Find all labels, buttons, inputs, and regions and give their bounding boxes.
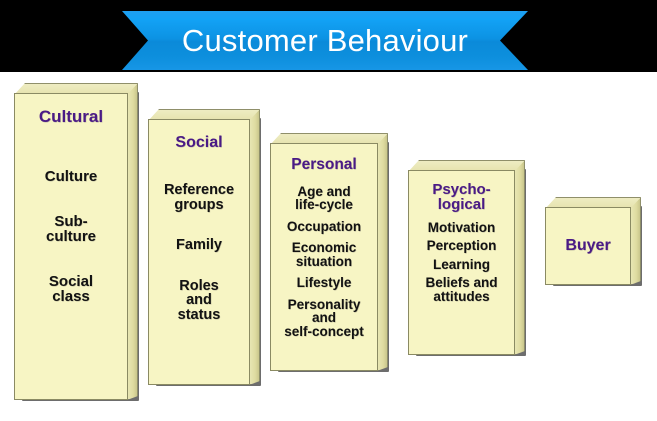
list-item: Reference groups (163, 182, 235, 213)
factor-box-psychological[interactable]: Psycho- logical Motivation Perception Le… (408, 160, 526, 356)
factor-box-social[interactable]: Social Reference groups Family Roles and… (148, 109, 261, 386)
box-item-list: Age and life-cycle Occupation Economic s… (271, 185, 377, 339)
box-front-face: Buyer (545, 207, 631, 285)
box-title-personal: Personal (291, 156, 357, 173)
list-item: Age and life-cycle (295, 183, 353, 213)
list-item: Economic situation (291, 240, 357, 269)
page-title: Customer Behaviour (181, 23, 469, 58)
factor-box-buyer[interactable]: Buyer (545, 197, 642, 286)
box-side-face (249, 109, 260, 385)
factor-box-personal[interactable]: Personal Age and life-cycle Occupation E… (270, 133, 389, 372)
factor-box-cultural[interactable]: Cultural Culture Sub- culture Social cla… (14, 83, 139, 401)
list-item: Motivation (427, 219, 496, 235)
box-title-psychological: Psycho- logical (432, 181, 491, 214)
list-item: Family (176, 237, 222, 254)
box-side-face (630, 197, 641, 285)
box-front-face: Social Reference groups Family Roles and… (148, 119, 250, 385)
box-title-buyer: Buyer (565, 236, 611, 254)
list-item: Personality and self-concept (284, 296, 364, 339)
box-front-face: Psycho- logical Motivation Perception Le… (408, 170, 515, 355)
box-item-list: Motivation Perception Learning Beliefs a… (409, 221, 514, 304)
list-item: Perception (426, 238, 497, 254)
list-item: Sub- culture (45, 213, 96, 246)
box-item-list: Culture Sub- culture Social class (15, 169, 127, 304)
list-item: Beliefs and attitudes (425, 275, 498, 304)
box-side-face (514, 160, 525, 355)
box-item-list: Reference groups Family Roles and status (149, 183, 249, 322)
list-item: Social class (48, 273, 94, 306)
list-item: Lifestyle (296, 275, 352, 291)
box-title-social: Social (175, 134, 223, 151)
list-item: Learning (432, 256, 490, 272)
box-front-face: Cultural Culture Sub- culture Social cla… (14, 93, 128, 400)
box-side-face (127, 83, 138, 400)
title-ribbon: Customer Behaviour (122, 11, 528, 70)
box-title-cultural: Cultural (38, 107, 104, 126)
list-item: Culture (44, 168, 98, 186)
list-item: Occupation (286, 218, 362, 234)
box-front-face: Personal Age and life-cycle Occupation E… (270, 143, 378, 371)
box-side-face (377, 133, 388, 371)
list-item: Roles and status (177, 277, 221, 323)
